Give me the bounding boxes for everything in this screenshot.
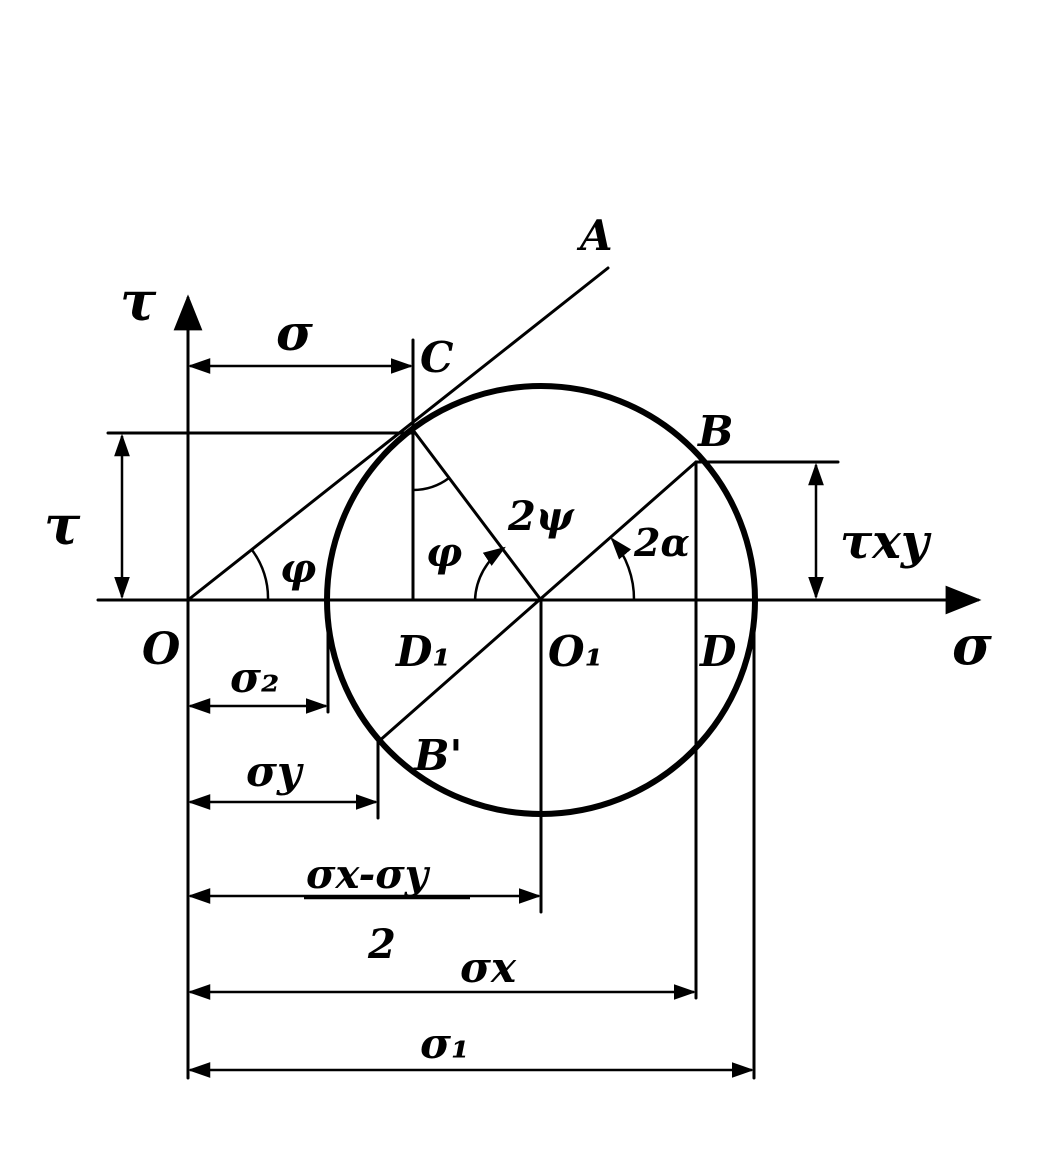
arc-2alpha [610, 537, 636, 601]
label-dim-tau: τ [44, 493, 81, 557]
label-dim-sigma-y: σy [246, 747, 304, 796]
label-A: A [576, 211, 613, 260]
label-sigma-axis: σ [952, 613, 992, 677]
label-tau-axis: τ [120, 269, 157, 333]
label-C: C [420, 333, 454, 382]
label-B-prime: B' [413, 731, 462, 780]
label-dim-half-diff-den: 2 [367, 921, 396, 968]
arc-phi-origin [251, 549, 270, 601]
label-dim-sigma1: σ₁ [420, 1019, 469, 1068]
label-dim-sigma-x: σx [460, 943, 517, 992]
label-dim-half-diff-num: σx-σy [306, 851, 431, 898]
label-dim-sigma: σ [276, 303, 313, 362]
label-B: B [697, 407, 734, 456]
label-D: D [699, 627, 737, 676]
label-D1: D₁ [395, 627, 451, 676]
label-dim-sigma2: σ₂ [230, 653, 279, 702]
label-O1: O₁ [548, 627, 603, 676]
label-angle-phi-C: φ [426, 529, 462, 576]
label-angle-2psi: 2ψ [507, 493, 575, 540]
label-angle-phi-origin: φ [280, 545, 316, 592]
arc-phi-C [412, 476, 450, 492]
radius-C-O1 [411, 428, 543, 602]
label-dim-tauxy: τxy [840, 514, 932, 570]
label-angle-2alpha: 2α [633, 520, 690, 565]
arc-2psi [473, 546, 506, 601]
label-origin: O [142, 624, 180, 675]
diameter-BB-prime [376, 460, 698, 744]
